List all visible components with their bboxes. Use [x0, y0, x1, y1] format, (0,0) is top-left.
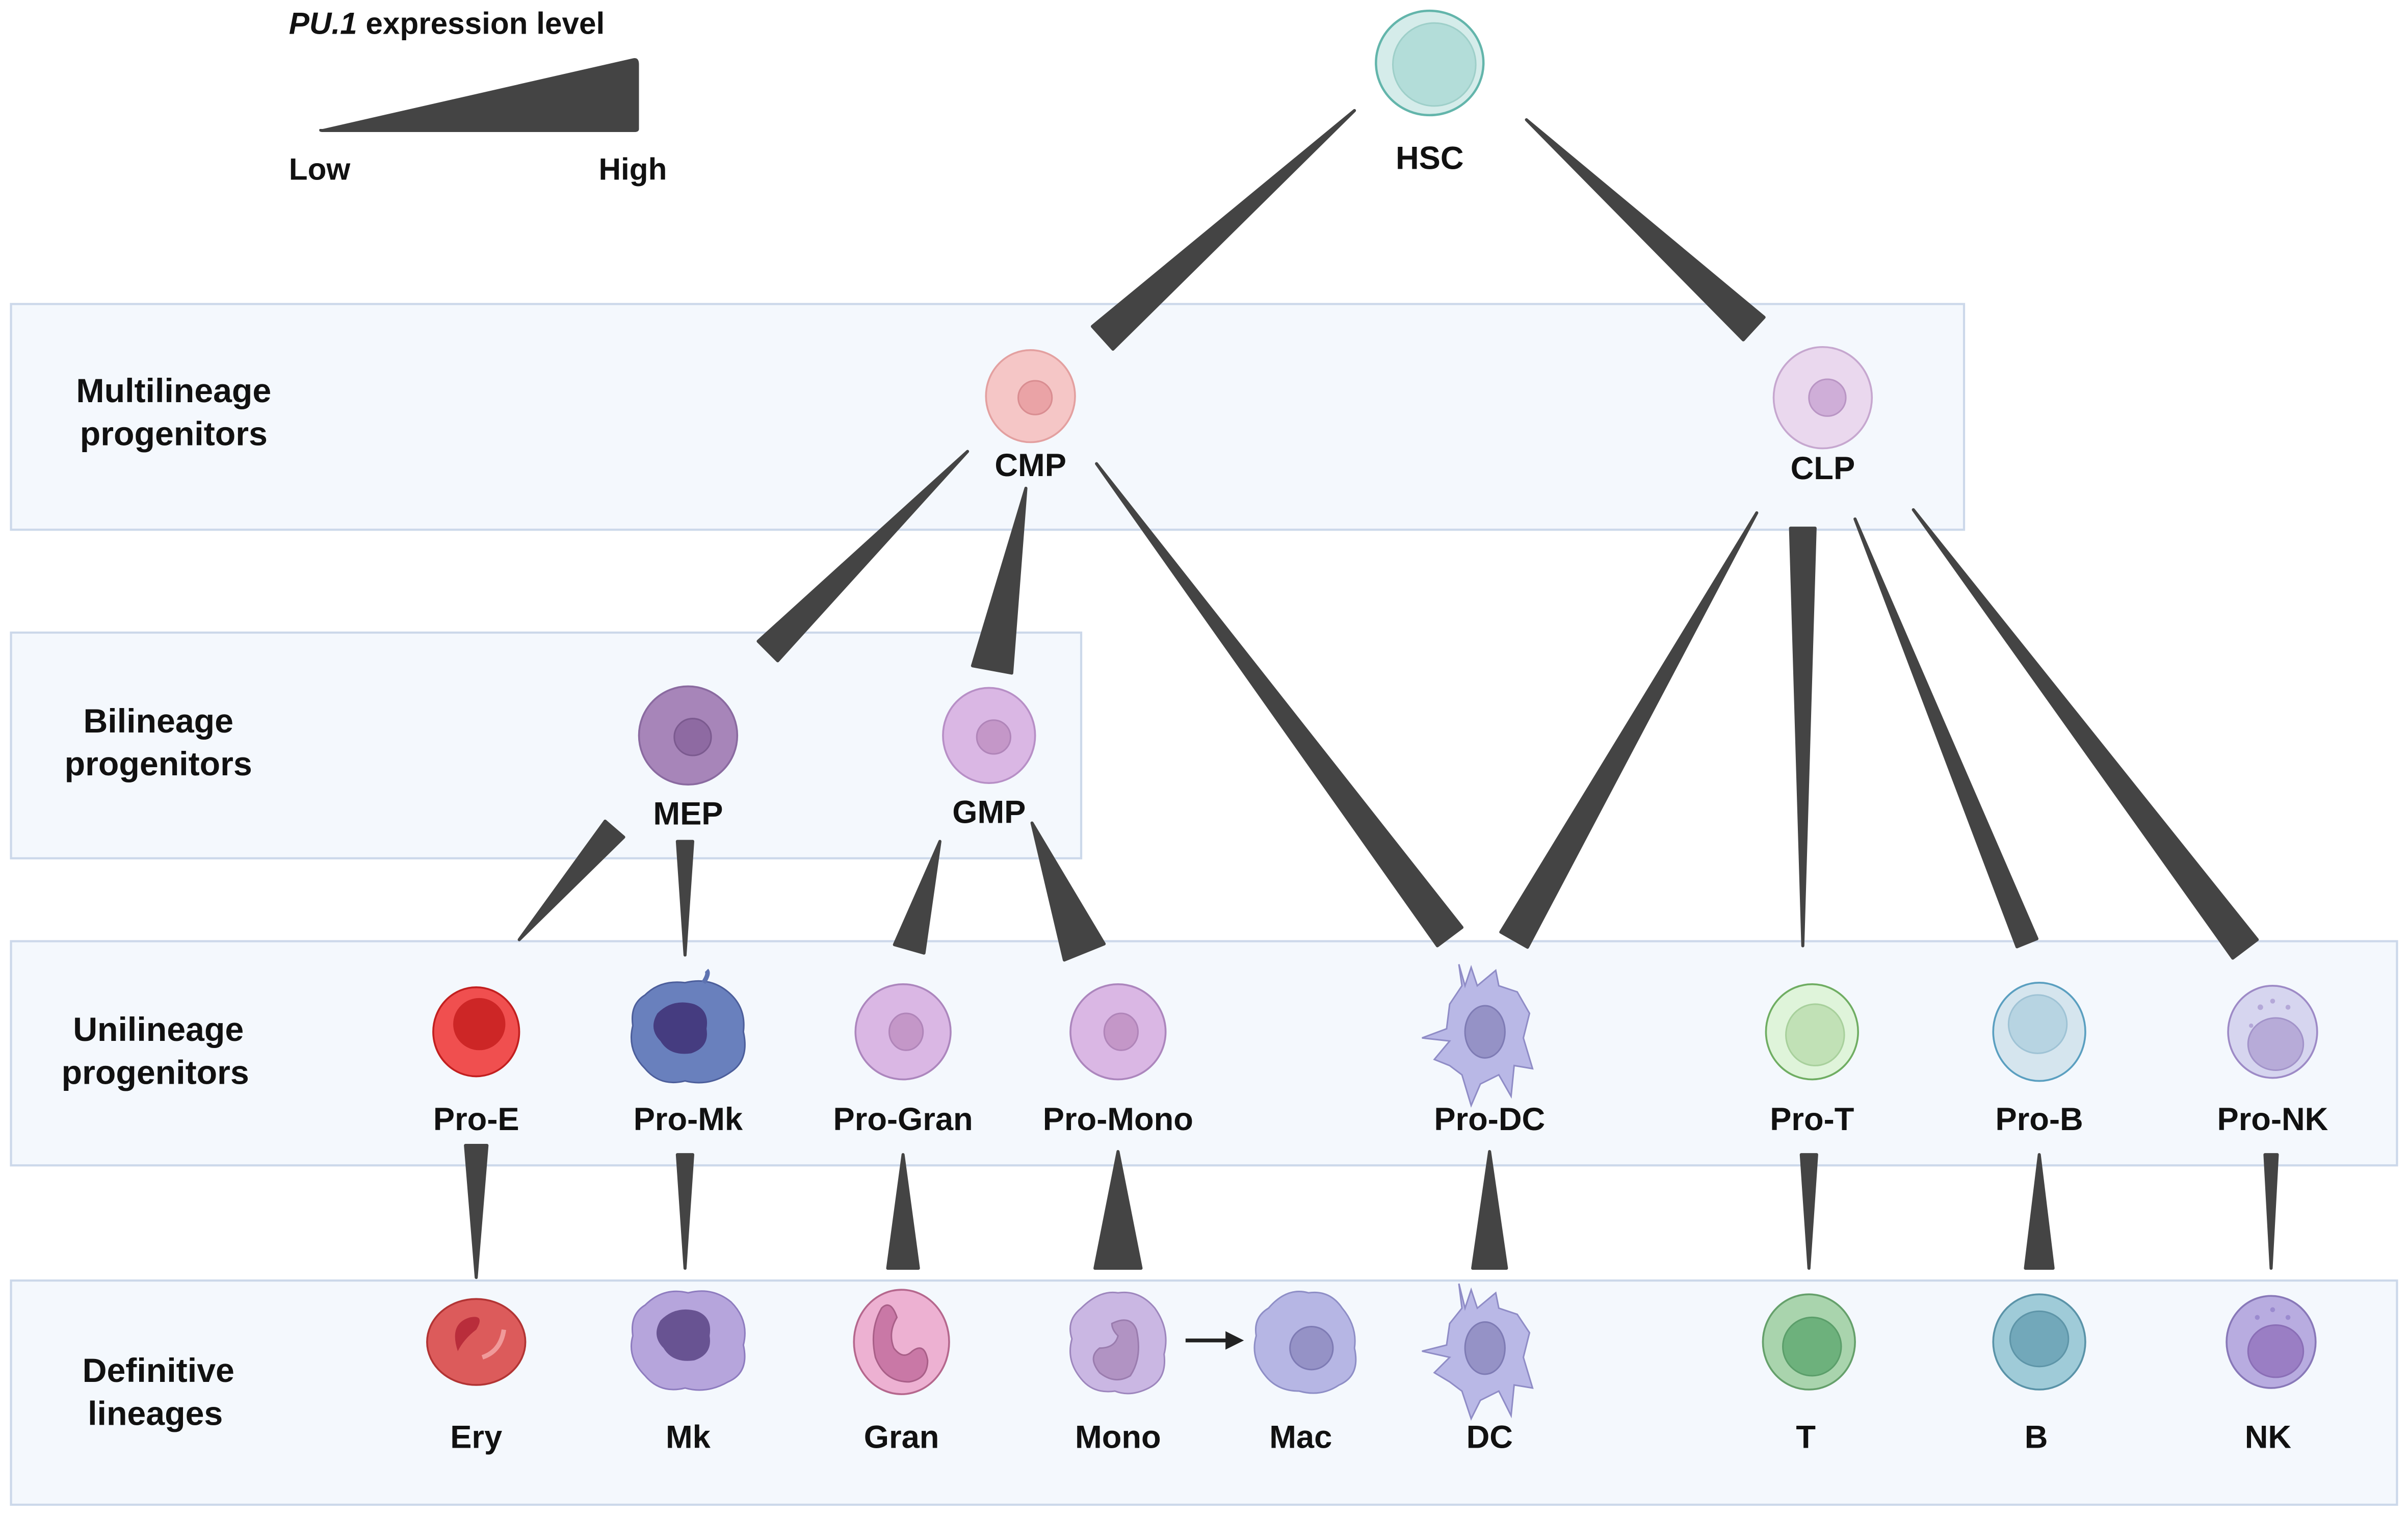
pro-dc-cell-icon: [1422, 964, 1534, 1108]
row-label-bilineage-1: Bilineage: [83, 702, 233, 740]
label-mep: MEP: [653, 796, 723, 832]
label-pro-nk: Pro-NK: [2217, 1102, 2328, 1137]
label-cmp: CMP: [994, 448, 1066, 483]
row-label-definitive-2: lineages: [88, 1395, 223, 1432]
legend-title: PU.1 expression level: [289, 6, 605, 40]
wedge-pro-nk-to-nk: [2263, 1153, 2279, 1270]
wedge-pro-dc-to-dc: [1471, 1150, 1508, 1270]
wedge-cmp-to-gmp: [971, 486, 1028, 675]
legend-low-label: Low: [289, 151, 351, 186]
wedge-clp-to-pro-t: [1789, 527, 1817, 948]
cell-mono: Mono: [1069, 1291, 1167, 1455]
label-pro-gran: Pro-Gran: [833, 1102, 973, 1137]
cell-pro-dc: Pro-DC: [1422, 964, 1545, 1137]
cell-pro-mk: Pro-Mk: [631, 969, 746, 1137]
wedge-cmp-to-pro-dc: [1095, 462, 1464, 948]
cell-t: T: [1762, 1293, 1856, 1455]
label-mono: Mono: [1075, 1419, 1161, 1455]
label-pro-e: Pro-E: [433, 1102, 519, 1137]
cell-pro-nk: Pro-NK: [2217, 984, 2328, 1137]
cell-pro-e: Pro-E: [432, 986, 520, 1137]
row-label-unilineage-1: Unilineage: [73, 1011, 244, 1049]
arrow-head-icon: [1225, 1331, 1244, 1350]
wedge-pro-b-to-b: [2024, 1153, 2055, 1270]
legend-high-label: High: [599, 151, 667, 186]
cell-pro-mono: Pro-Mono: [1043, 983, 1193, 1137]
cell-clp: CLP: [1772, 346, 1873, 486]
band-multilineage: [10, 303, 1966, 531]
label-mac: Mac: [1269, 1419, 1332, 1455]
label-pro-t: Pro-T: [1770, 1102, 1854, 1137]
wedge-pro-t-to-t: [1799, 1153, 1818, 1270]
legend-title-rest: expression level: [357, 6, 605, 40]
mono-to-mac-arrow: [1185, 1331, 1244, 1350]
label-mk: Mk: [666, 1419, 711, 1455]
label-pro-mk: Pro-Mk: [634, 1102, 743, 1137]
ery-cell-icon: [426, 1298, 527, 1386]
band-bilineage: [10, 631, 1083, 859]
wedge-clp-to-pro-nk: [1912, 508, 2259, 960]
wedge-gmp-to-pro-gran: [893, 840, 941, 955]
cell-mac: Mac: [1253, 1291, 1357, 1455]
label-t: T: [1796, 1419, 1816, 1455]
cell-hsc: HSC: [1375, 9, 1485, 176]
row-label-definitive-1: Definitive: [83, 1352, 234, 1390]
wedge-clp-to-pro-dc: [1499, 511, 1759, 949]
label-dc: DC: [1467, 1419, 1513, 1455]
cell-dc: DC: [1422, 1283, 1534, 1455]
label-pro-b: Pro-B: [1996, 1102, 2083, 1137]
legend: PU.1 expression level Low High: [289, 6, 667, 186]
cell-mk: Mk: [631, 1290, 746, 1455]
cell-pro-b: Pro-B: [1992, 981, 2086, 1137]
label-gmp: GMP: [952, 795, 1026, 830]
wedge-gmp-to-pro-mono: [1030, 821, 1106, 962]
row-label-multilineage-2: progenitors: [80, 415, 268, 453]
wedge-layer: [464, 109, 2279, 1279]
cell-pro-t: Pro-T: [1765, 983, 1859, 1137]
wedge-pro-gran-to-gran: [886, 1153, 920, 1270]
row-label-multilineage-1: Multilineage: [76, 372, 271, 410]
cell-nk: NK: [2226, 1295, 2317, 1455]
label-nk: NK: [2245, 1419, 2292, 1455]
label-pro-mono: Pro-Mono: [1043, 1102, 1193, 1137]
wedge-cmp-to-mep: [756, 450, 970, 663]
cell-mep: MEP: [638, 685, 739, 832]
label-hsc: HSC: [1396, 140, 1464, 176]
label-ery: Ery: [450, 1419, 502, 1455]
cell-ery: Ery: [426, 1298, 527, 1455]
wedge-pro-e-to-ery: [464, 1144, 489, 1279]
cell-cmp: CMP: [985, 349, 1076, 483]
row-label-unilineage-2: progenitors: [62, 1054, 249, 1092]
label-clp: CLP: [1791, 451, 1855, 486]
row-label-bilineage-2: progenitors: [65, 745, 252, 783]
label-gran: Gran: [864, 1419, 939, 1455]
legend-gradient-wedge: [319, 58, 639, 133]
cell-gran: Gran: [853, 1289, 950, 1455]
label-b: B: [2025, 1419, 2048, 1455]
dc-cell-icon: [1422, 1283, 1534, 1421]
wedge-pro-mk-to-mk: [675, 1153, 694, 1270]
legend-title-gene: PU.1: [289, 6, 357, 40]
wedge-mep-to-pro-e: [517, 819, 625, 941]
wedge-hsc-to-clp: [1525, 118, 1766, 342]
cell-gmp: GMP: [942, 687, 1036, 830]
wedge-clp-to-pro-b: [1853, 517, 2039, 949]
label-pro-dc: Pro-DC: [1434, 1102, 1545, 1137]
wedge-hsc-to-cmp: [1091, 109, 1356, 351]
wedge-pro-mono-to-mono: [1093, 1150, 1143, 1270]
cell-pro-gran: Pro-Gran: [833, 983, 973, 1137]
cell-b: B: [1992, 1293, 2086, 1455]
wedge-mep-to-pro-mk: [675, 840, 694, 957]
